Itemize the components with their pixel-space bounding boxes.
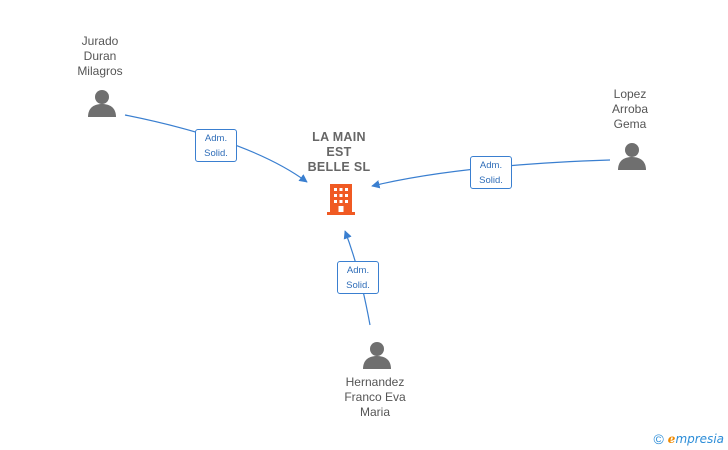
role-line: Adm. xyxy=(204,133,228,144)
person-name-line: Franco Eva xyxy=(344,390,406,404)
company-name-line-1: LA MAIN xyxy=(312,130,366,144)
person-name-line: Arroba xyxy=(611,102,649,116)
person-name-hernandez[interactable]: Hernandez Franco Eva Maria xyxy=(315,375,435,420)
role-badge-lopez[interactable]: Adm. Solid. xyxy=(470,156,512,189)
person-name-line: Maria xyxy=(359,405,390,419)
brand-initial: e xyxy=(667,432,676,446)
person-name-line: Lopez xyxy=(613,87,647,101)
company-name[interactable]: LA MAIN EST BELLE SL xyxy=(284,130,394,175)
copyright-icon: © xyxy=(653,431,664,447)
company-name-line-2: EST xyxy=(326,145,352,159)
company-name-line-3: BELLE SL xyxy=(307,160,371,174)
person-name-line: Duran xyxy=(83,49,117,63)
role-line: Adm. xyxy=(346,265,370,276)
role-line: Solid. xyxy=(346,280,370,291)
person-name-lopez[interactable]: Lopez Arroba Gema xyxy=(570,87,690,132)
role-line: Solid. xyxy=(479,175,503,186)
building-icon[interactable] xyxy=(325,182,357,216)
person-name-jurado[interactable]: Jurado Duran Milagros xyxy=(40,34,160,79)
person-name-line: Jurado xyxy=(81,34,119,48)
person-icon[interactable] xyxy=(87,88,117,118)
person-icon[interactable] xyxy=(362,340,392,370)
role-line: Solid. xyxy=(204,148,228,159)
brand-logo: empresia xyxy=(668,432,724,446)
role-badge-hernandez[interactable]: Adm. Solid. xyxy=(337,261,379,294)
person-name-line: Milagros xyxy=(77,64,123,78)
role-line: Adm. xyxy=(479,160,503,171)
footer-watermark: © empresia xyxy=(653,431,724,447)
person-icon[interactable] xyxy=(617,141,647,171)
person-name-line: Gema xyxy=(613,117,647,131)
brand-name: mpresia xyxy=(675,432,724,446)
person-name-line: Hernandez xyxy=(345,375,405,389)
role-badge-jurado[interactable]: Adm. Solid. xyxy=(195,129,237,162)
